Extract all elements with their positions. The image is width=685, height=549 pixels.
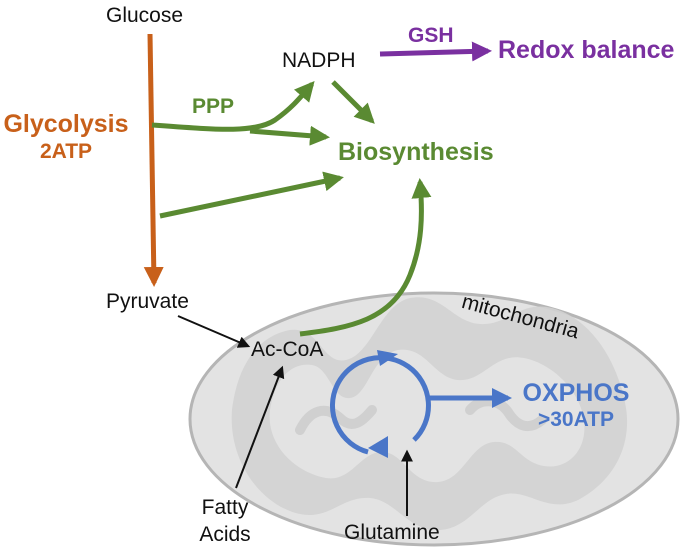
nadph-label: NADPH bbox=[282, 49, 356, 72]
accoa-to-biosynthesis-arrow bbox=[299, 178, 432, 337]
glycolysis-arrow bbox=[143, 33, 164, 287]
oxphos-atp-label: >30ATP bbox=[537, 408, 615, 431]
gsh-label: GSH bbox=[408, 24, 454, 47]
fatty-label: Fatty bbox=[201, 496, 249, 519]
acids-label: Acids bbox=[199, 523, 251, 547]
glycolysis-block: Glycolysis 2ATP bbox=[0, 110, 132, 163]
fatty-acids-block: Fatty Acids bbox=[185, 494, 265, 549]
ppp-label: PPP bbox=[192, 95, 235, 118]
glycolysis-label: Glycolysis bbox=[3, 110, 129, 138]
fatty-acids-to-accoa-arrow bbox=[235, 365, 285, 489]
glucose-label: Glucose bbox=[106, 4, 184, 27]
oxphos-block: OXPHOS >30ATP bbox=[516, 379, 636, 431]
nadph-to-biosynthesis-arrow bbox=[331, 80, 375, 124]
glycolysis-to-biosynthesis-arrow bbox=[159, 171, 344, 219]
redox-balance-label: Redox balance bbox=[498, 36, 675, 64]
ac-coa-label: Ac-CoA bbox=[251, 338, 324, 361]
ppp-to-biosynthesis-arrow bbox=[249, 125, 330, 146]
glutamine-label: Glutamine bbox=[344, 521, 440, 544]
pyruvate-to-accoa-arrow bbox=[177, 315, 251, 348]
oxphos-label: OXPHOS bbox=[522, 379, 630, 407]
biosynthesis-label: Biosynthesis bbox=[338, 138, 494, 166]
gsh-arrow bbox=[379, 41, 492, 62]
glycolysis-atp-label: 2ATP bbox=[39, 140, 93, 163]
ppp-to-nadph-arrow bbox=[151, 80, 315, 132]
pyruvate-label: Pyruvate bbox=[106, 290, 189, 313]
tca-cycle bbox=[329, 350, 431, 458]
